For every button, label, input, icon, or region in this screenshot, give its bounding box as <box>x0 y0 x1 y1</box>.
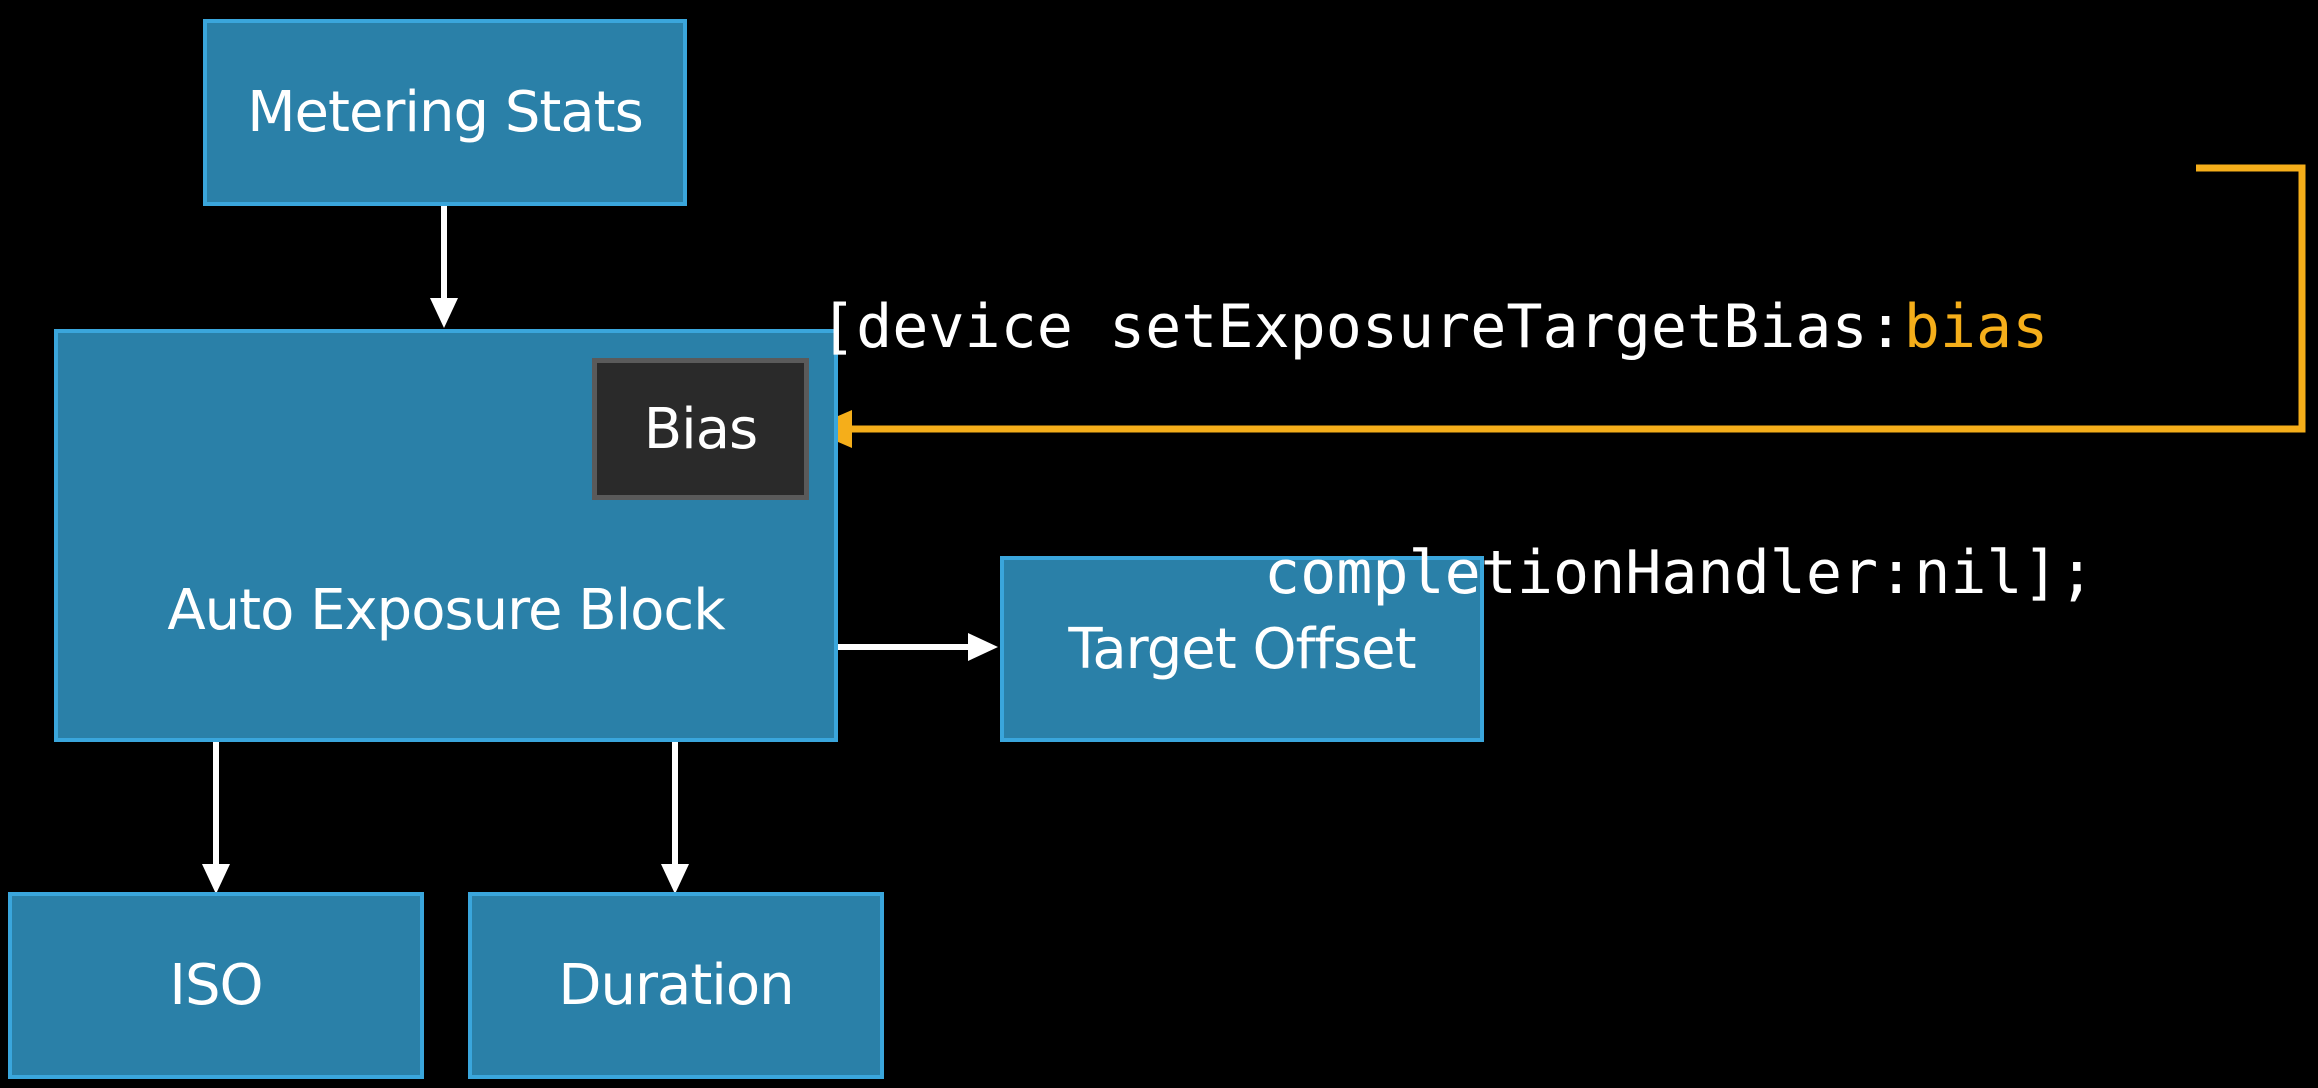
target-offset-box: Target Offset <box>1000 556 1484 742</box>
duration-box: Duration <box>468 892 884 1079</box>
code-line-2: completionHandler:nil]; <box>820 532 2095 614</box>
arrow-metering-to-ae <box>430 206 458 328</box>
bias-box: Bias <box>592 358 809 500</box>
metering-stats-box: Metering Stats <box>203 19 687 206</box>
target-offset-label: Target Offset <box>1068 616 1416 682</box>
bias-label: Bias <box>643 396 758 462</box>
metering-stats-label: Metering Stats <box>247 80 644 145</box>
arrow-ae-to-iso <box>202 742 230 894</box>
code-line-2-text: completionHandler:nil]; <box>1264 538 2095 608</box>
arrow-ae-to-target-offset <box>838 633 998 661</box>
iso-box: ISO <box>8 892 424 1079</box>
code-bias-param: bias <box>1903 292 2049 362</box>
code-snippet: [device setExposureTargetBias:bias compl… <box>820 122 2095 696</box>
auto-exposure-block-label: Auto Exposure Block <box>167 578 725 643</box>
arrow-ae-to-duration <box>661 742 689 894</box>
code-line-1: [device setExposureTargetBias:bias <box>820 286 2095 368</box>
code-line-1-prefix: [device setExposureTargetBias: <box>820 292 1904 362</box>
duration-label: Duration <box>558 953 794 1018</box>
iso-label: ISO <box>169 953 263 1018</box>
